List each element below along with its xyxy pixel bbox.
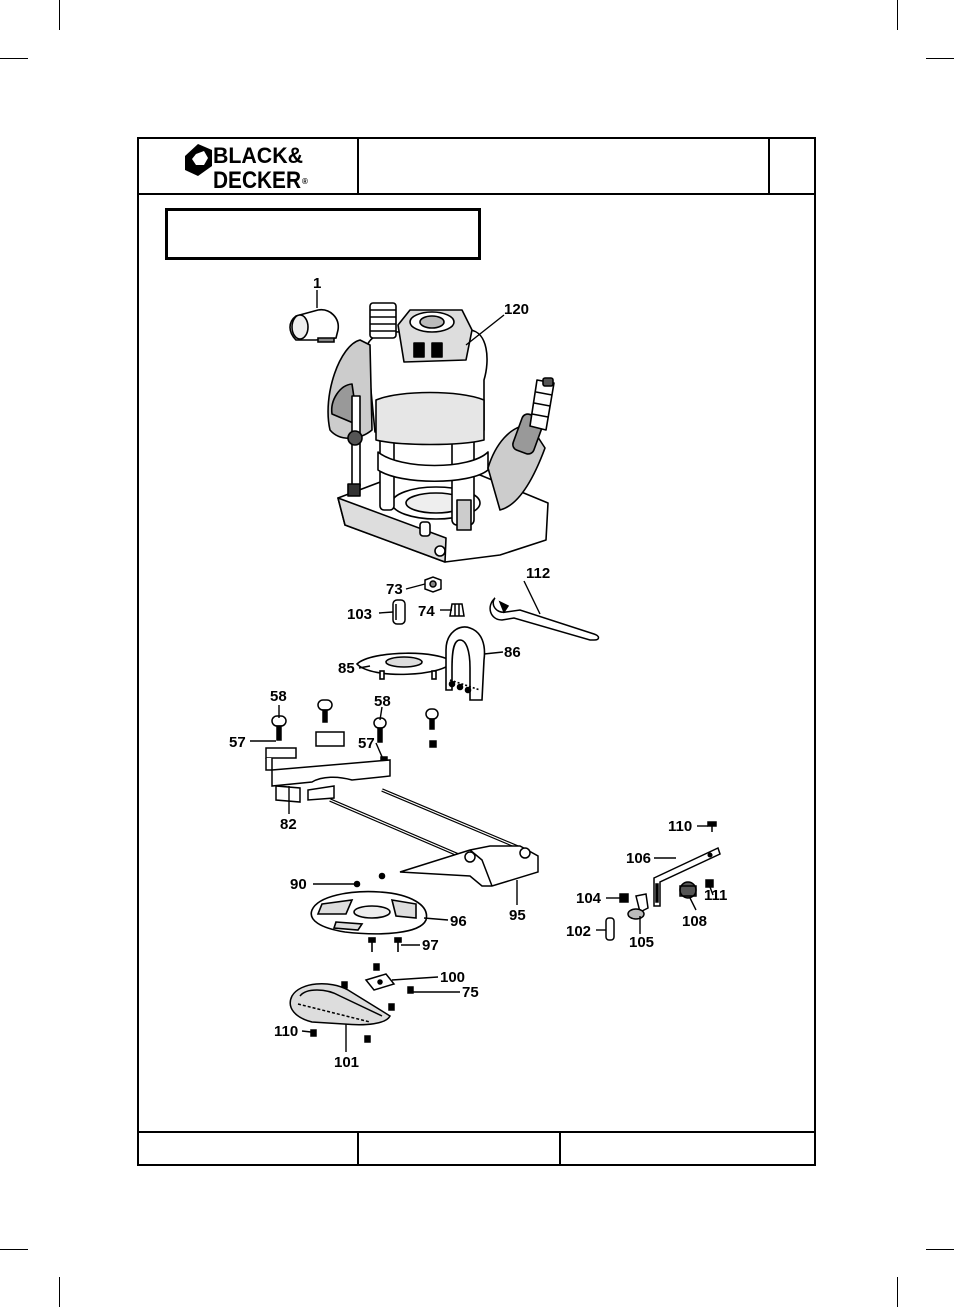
- callout-108: 108: [682, 913, 707, 930]
- callout-110-top: 110: [668, 818, 692, 835]
- callout-104: 104: [576, 890, 602, 907]
- callout-58-left: 58: [270, 688, 287, 705]
- brand-logo: BLACK& DECKER ®: [185, 143, 308, 194]
- callout-74: 74: [418, 603, 435, 620]
- callout-111: 111: [704, 887, 727, 904]
- brand-registered-mark: ®: [302, 177, 308, 186]
- parts-85-86: [357, 627, 484, 700]
- brand-line-1: BLACK&: [213, 143, 303, 168]
- callout-101: 101: [334, 1054, 359, 1071]
- callout-112: 112: [526, 565, 550, 582]
- lower-guard-101: [290, 964, 413, 1042]
- callout-86: 86: [504, 644, 521, 661]
- callout-85: 85: [338, 660, 355, 677]
- callout-106: 106: [626, 850, 651, 867]
- callout-57-left: 57: [229, 734, 246, 751]
- callout-102: 102: [566, 923, 591, 940]
- callout-95: 95: [509, 907, 526, 924]
- router-body: [328, 303, 554, 562]
- callout-110-bottom: 110: [274, 1023, 298, 1040]
- callout-103: 103: [347, 606, 372, 623]
- base-plate-96: [311, 874, 426, 953]
- callout-97: 97: [422, 937, 439, 954]
- callout-96: 96: [450, 913, 467, 930]
- callout-73: 73: [386, 581, 403, 598]
- callout-1: 1: [313, 275, 321, 292]
- callout-57-right: 57: [358, 735, 375, 752]
- callout-105: 105: [629, 934, 654, 951]
- callout-90: 90: [290, 876, 307, 893]
- callout-82: 82: [280, 816, 297, 833]
- fence-assembly: [266, 700, 538, 886]
- callout-58-right: 58: [374, 693, 391, 710]
- callout-75: 75: [462, 984, 479, 1001]
- brand-line-2: DECKER: [213, 167, 301, 194]
- callout-120: 120: [504, 301, 529, 318]
- part-1-elbow: [290, 310, 338, 342]
